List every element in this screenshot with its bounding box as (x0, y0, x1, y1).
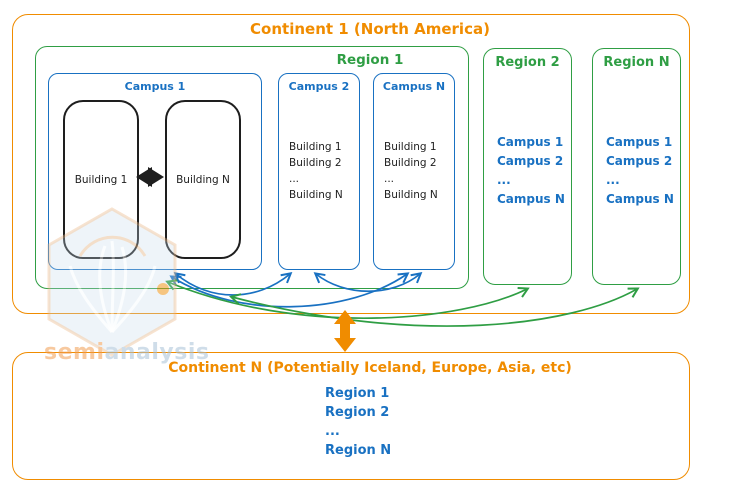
list-item: Campus 1 (497, 135, 564, 149)
continent-1-title: Continent 1 (North America) (250, 20, 490, 38)
campus-n-box (373, 73, 455, 270)
region-2-title: Region 2 (495, 55, 560, 70)
list-item: Building 1 (384, 141, 437, 153)
list-item: ... (497, 173, 511, 187)
region-n-campus-list: Campus 1 Campus 2 ... Campus N (606, 133, 674, 209)
list-item: Building 2 (384, 157, 437, 169)
campus-2-box (278, 73, 360, 270)
campus-2-title: Campus 2 (288, 80, 350, 93)
list-item: Building 2 (289, 157, 342, 169)
continent-n-box (12, 352, 690, 480)
building-n-box: Building N (165, 100, 241, 259)
list-item: Region 2 (325, 405, 390, 420)
list-item: ... (606, 173, 620, 187)
list-item: Campus N (606, 192, 674, 206)
list-item: Building N (384, 189, 438, 201)
continent-n-title: Continent N (Potentially Iceland, Europe… (168, 360, 572, 376)
list-item: ... (384, 173, 395, 185)
list-item: Building 1 (289, 141, 342, 153)
campus-n-title: Campus N (382, 80, 446, 93)
continent-n-region-list: Region 1 Region 2 ... Region N (325, 384, 391, 460)
list-item: Building N (289, 189, 343, 201)
list-item: Campus 2 (497, 154, 564, 168)
building-1-box: Building 1 (63, 100, 139, 259)
list-item: Campus 2 (606, 154, 673, 168)
region-n-title: Region N (603, 55, 670, 70)
campus-1-title: Campus 1 (124, 80, 186, 93)
list-item: Campus 1 (606, 135, 673, 149)
region-2-campus-list: Campus 1 Campus 2 ... Campus N (497, 133, 565, 209)
list-item: Region 1 (325, 386, 390, 401)
region-1-title: Region 1 (336, 52, 404, 68)
campus-2-building-list: Building 1 Building 2 ... Building N (289, 139, 343, 203)
campus-n-building-list: Building 1 Building 2 ... Building N (384, 139, 438, 203)
list-item: Region N (325, 443, 392, 458)
list-item: ... (289, 173, 300, 185)
continent-link-arrow (334, 310, 356, 352)
list-item: Campus N (497, 192, 565, 206)
list-item: ... (325, 424, 340, 439)
region-n-box (592, 48, 681, 285)
campus-1-box (48, 73, 262, 270)
